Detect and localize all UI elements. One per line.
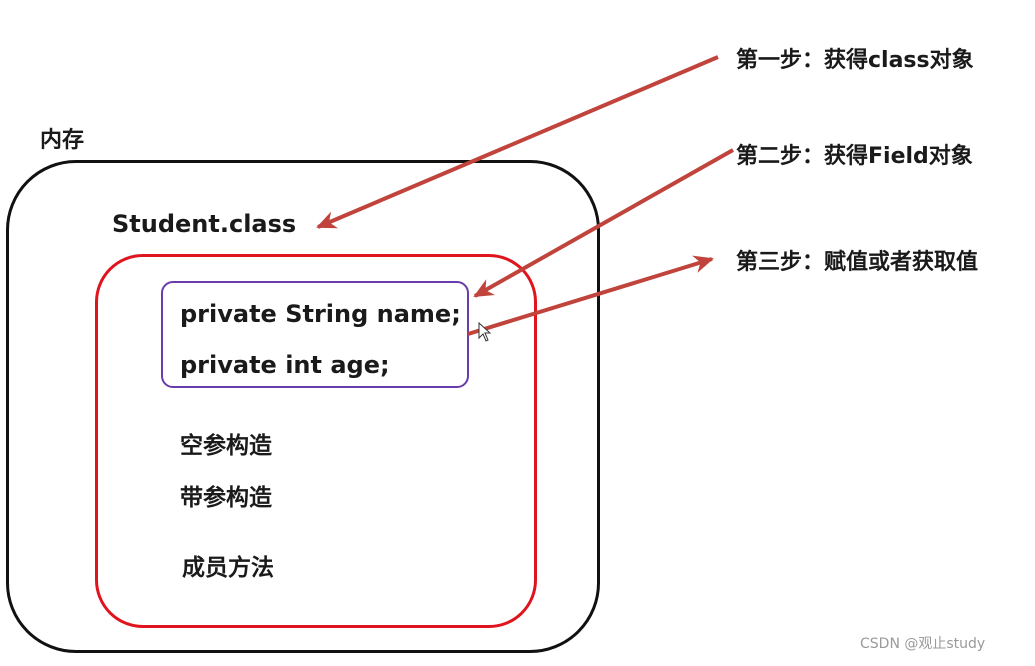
arrow-step2-to-field — [473, 148, 734, 298]
step-2-label: 第二步：获得Field对象 — [736, 144, 973, 169]
member-arg-constructor: 带参构造 — [180, 485, 272, 511]
field-name: private String name; — [180, 300, 461, 328]
field-age: private int age; — [180, 351, 390, 379]
memory-label: 内存 — [40, 128, 85, 153]
class-label: Student.class — [112, 210, 297, 238]
arrow-step1-to-class — [316, 55, 719, 229]
mouse-cursor-icon — [478, 322, 492, 342]
field-box — [161, 281, 469, 388]
arrow-field-to-step3 — [467, 255, 714, 336]
step-3-label: 第三步：赋值或者获取值 — [736, 250, 979, 275]
member-methods: 成员方法 — [182, 555, 274, 581]
memory-box — [6, 160, 600, 653]
member-no-arg-constructor: 空参构造 — [180, 433, 272, 459]
watermark: CSDN @观止study — [860, 636, 986, 652]
step-1-label: 第一步：获得class对象 — [736, 48, 974, 73]
class-box — [95, 254, 537, 628]
